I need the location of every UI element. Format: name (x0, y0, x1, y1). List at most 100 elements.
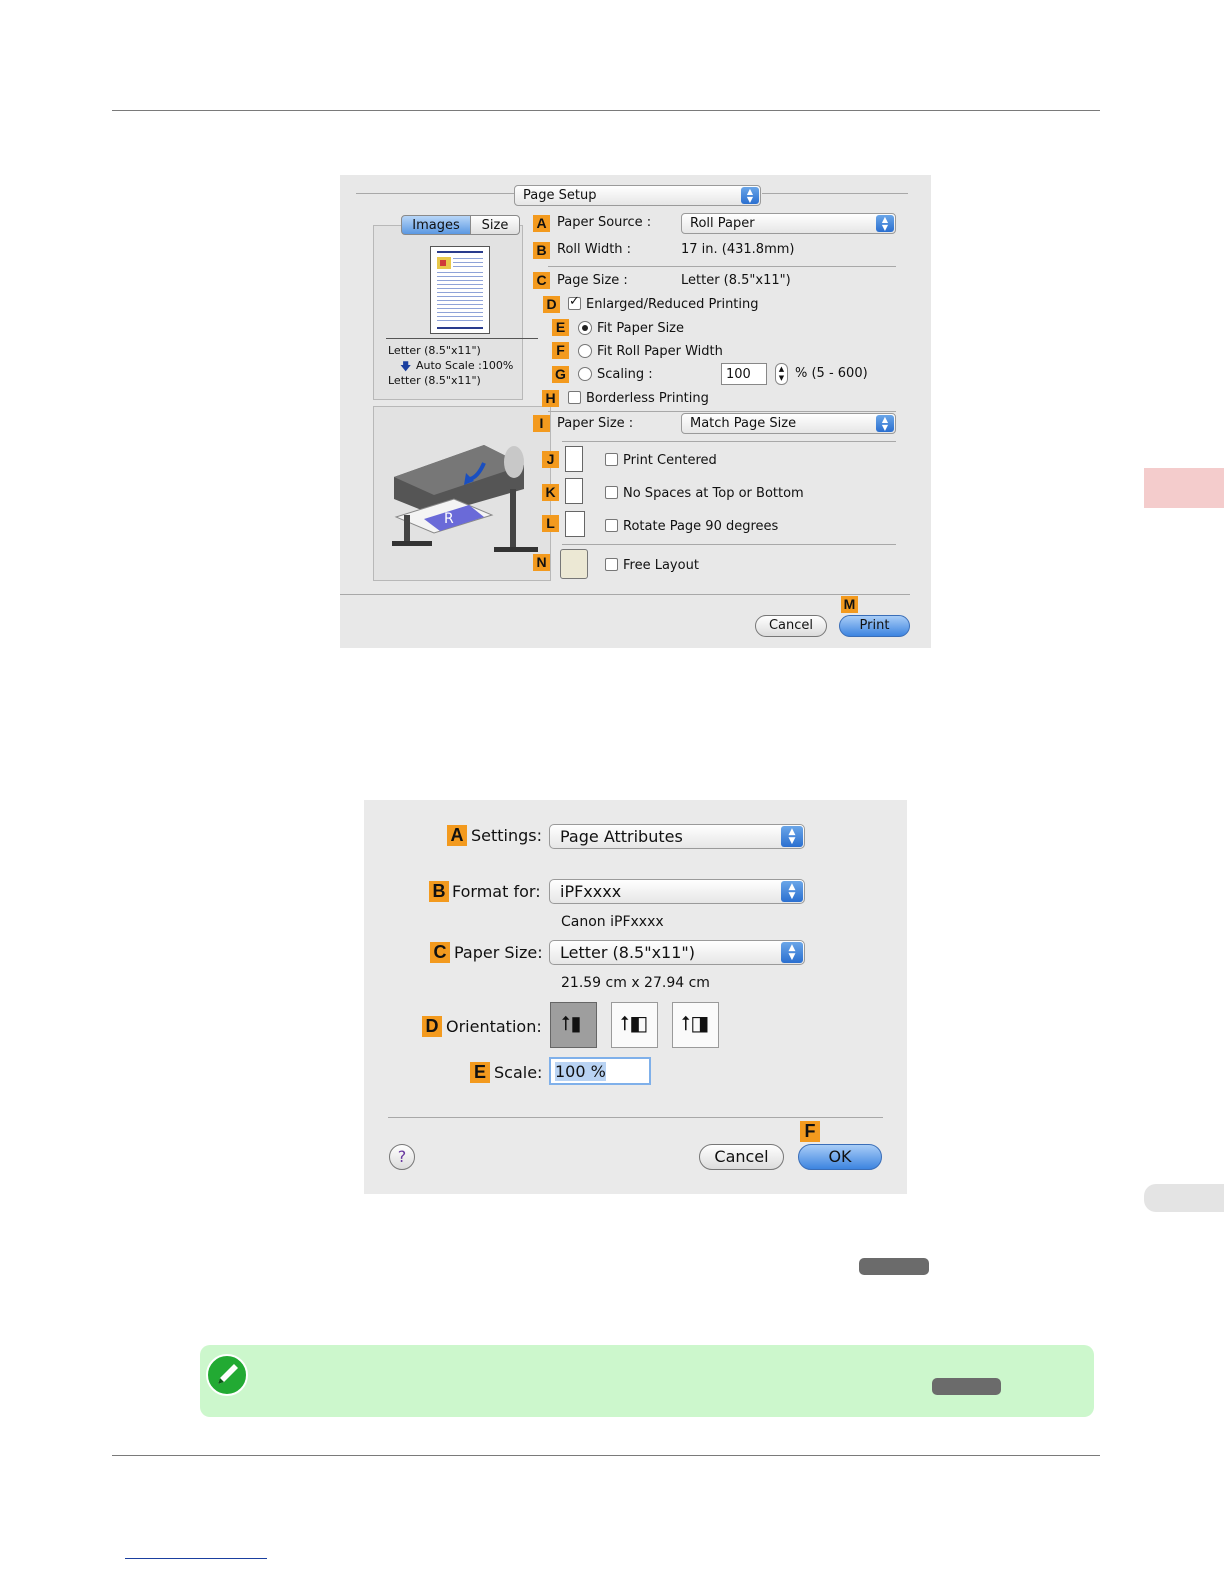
scaling-radio[interactable] (578, 367, 592, 381)
note-reference-pill[interactable] (932, 1378, 1001, 1395)
free-layout-icon (560, 549, 588, 579)
free-layout-checkbox[interactable] (605, 558, 618, 571)
settings-value: Page Attributes (560, 827, 683, 846)
popup-arrows-icon: ▲▼ (781, 942, 803, 963)
footer-link-underline[interactable] (125, 1558, 267, 1559)
ok-button-label: OK (828, 1147, 852, 1166)
no-spaces-checkbox[interactable] (605, 486, 618, 499)
roll-width-label: Roll Width : (557, 242, 632, 257)
scaling-label: Scaling : (597, 367, 653, 382)
print-centered-icon (565, 446, 583, 472)
tab-images[interactable]: Images (401, 215, 471, 235)
fit-roll-width-label: Fit Roll Paper Width (597, 344, 723, 359)
page-size-label: Page Size : (557, 273, 628, 288)
popup-arrows-icon: ▲▼ (741, 187, 759, 204)
orientation-label: Orientation: (446, 1017, 542, 1036)
fit-paper-size-radio[interactable] (578, 321, 592, 335)
scale-input[interactable]: 100 % (549, 1057, 651, 1085)
preview-line3: Letter (8.5"x11") (388, 374, 481, 387)
page-setup-popup-label: Page Setup (523, 188, 597, 203)
marker-e: E (470, 1062, 490, 1083)
cancel-button[interactable]: Cancel (699, 1144, 784, 1170)
reference-pill[interactable] (859, 1258, 929, 1275)
marker-i: I (533, 415, 550, 432)
page-setup-dialog: Page Setup ▲▼ Images Size Lett (340, 175, 931, 648)
marker-d: D (422, 1016, 442, 1037)
borderless-checkbox[interactable] (568, 391, 581, 404)
printer-panel: R (373, 406, 551, 581)
orientation-portrait-button[interactable]: ⭡▮ (550, 1002, 597, 1048)
header-rule-right (762, 193, 908, 194)
preview-divider (386, 338, 538, 339)
document-thumbnail-icon (437, 251, 483, 329)
cancel-button[interactable]: Cancel (755, 615, 827, 637)
marker-f: F (552, 342, 569, 359)
fit-paper-size-label: Fit Paper Size (597, 321, 685, 336)
orientation-landscape-right-button[interactable]: ⭡◨ (672, 1002, 719, 1048)
free-layout-label: Free Layout (623, 558, 699, 573)
note-box (200, 1345, 1094, 1417)
marker-l: L (542, 515, 559, 532)
section-side-tab (1144, 1184, 1224, 1212)
marker-d: D (543, 296, 560, 313)
divider-4 (562, 544, 896, 545)
divider-1 (548, 266, 896, 267)
popup-arrows-icon: ▲▼ (781, 881, 803, 902)
popup-arrows-icon: ▲▼ (781, 826, 803, 847)
portrait-icon: ⭡▮ (561, 1011, 582, 1035)
scale-label: Scale: (494, 1063, 543, 1082)
landscape-right-icon: ⭡◨ (681, 1011, 710, 1035)
settings-label: Settings: (471, 826, 543, 845)
printer-illustration: R (392, 445, 538, 552)
enlarged-reduced-checkbox[interactable]: ✓ (568, 294, 581, 310)
format-for-value: iPFxxxx (560, 882, 622, 901)
preview-line2: Auto Scale :100% (416, 359, 514, 372)
marker-b: B (429, 881, 449, 902)
print-button-label: Print (859, 618, 890, 633)
preview-line1: Letter (8.5"x11") (388, 344, 481, 357)
format-for-select[interactable]: iPFxxxx ▲▼ (549, 879, 805, 904)
roll-width-value: 17 in. (431.8mm) (681, 242, 795, 257)
borderless-label: Borderless Printing (586, 391, 709, 406)
rotate-page-checkbox[interactable] (605, 519, 618, 532)
marker-a: A (533, 215, 550, 232)
print-button[interactable]: Print (839, 615, 910, 637)
cancel-button-label: Cancel (714, 1147, 769, 1166)
print-centered-checkbox[interactable] (605, 453, 618, 466)
bottom-rule (112, 1455, 1100, 1456)
marker-a: A (447, 825, 467, 846)
checkmark-icon: ✓ (569, 294, 580, 309)
marker-b: B (533, 242, 550, 259)
header-rule-left (356, 193, 514, 194)
scaling-input[interactable]: 100 (721, 363, 767, 385)
ok-button[interactable]: OK (798, 1144, 882, 1170)
scaling-stepper[interactable]: ▲▼ (775, 363, 788, 385)
marker-f: F (800, 1121, 820, 1142)
page-size-value: Letter (8.5"x11") (681, 273, 791, 288)
no-spaces-label: No Spaces at Top or Bottom (623, 486, 804, 501)
scaling-range: % (5 - 600) (795, 366, 868, 381)
popup-arrows-icon: ▲▼ (876, 415, 894, 432)
paper-source-label: Paper Source : (557, 215, 652, 230)
paper-size-value: Letter (8.5"x11") (560, 943, 696, 962)
settings-select[interactable]: Page Attributes ▲▼ (549, 824, 805, 849)
paper-size-select[interactable]: Letter (8.5"x11") ▲▼ (549, 940, 805, 965)
tab-size[interactable]: Size (470, 215, 520, 235)
marker-n: N (533, 554, 550, 571)
print-centered-label: Print Centered (623, 453, 717, 468)
format-for-label: Format for: (452, 882, 541, 901)
paper-size-select[interactable]: Match Page Size ▲▼ (681, 413, 896, 434)
marker-e: E (552, 319, 569, 336)
paper-source-select[interactable]: Roll Paper ▲▼ (681, 213, 896, 234)
help-button[interactable]: ? (389, 1144, 415, 1170)
rotate-page-icon (565, 511, 585, 537)
divider-3 (562, 441, 896, 442)
marker-j: J (542, 451, 559, 468)
help-icon: ? (397, 1147, 407, 1166)
format-for-sub: Canon iPFxxxx (561, 914, 664, 930)
marker-k: K (542, 484, 559, 501)
paper-source-value: Roll Paper (690, 216, 755, 231)
page-setup-popup[interactable]: Page Setup ▲▼ (514, 185, 761, 206)
fit-roll-width-radio[interactable] (578, 344, 592, 358)
orientation-landscape-left-button[interactable]: ⭡◧ (611, 1002, 658, 1048)
